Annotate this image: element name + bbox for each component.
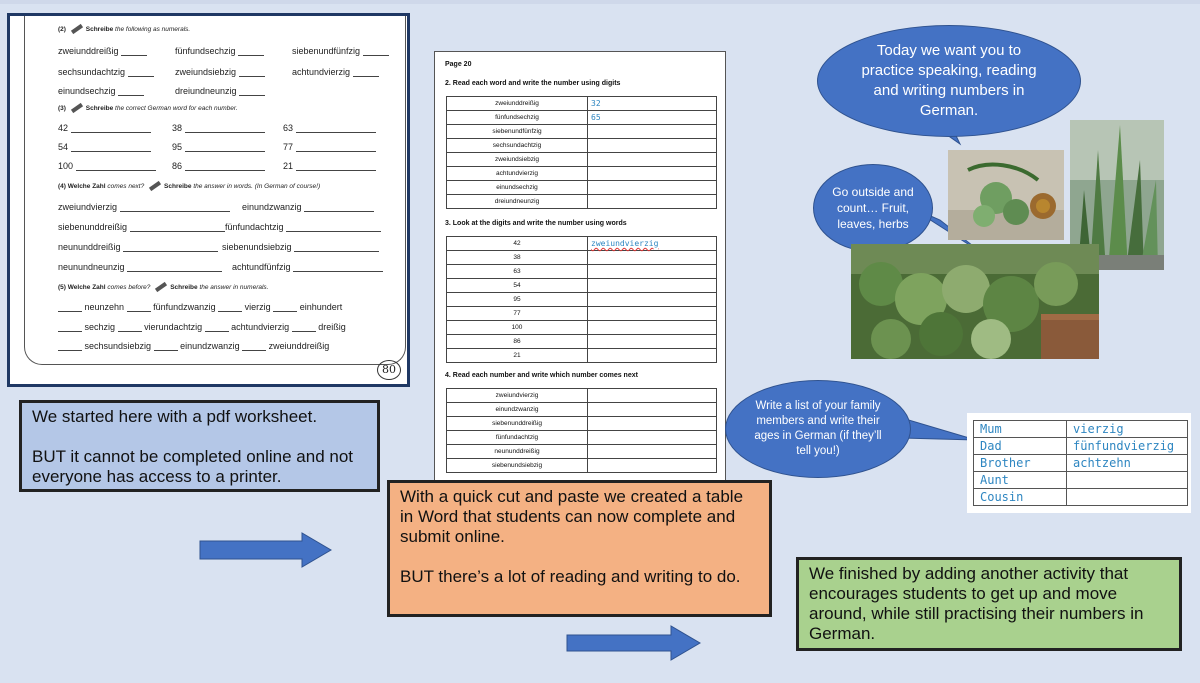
ex4-heading: (4) Welche Zahl comes next? Schreibe the…: [58, 181, 321, 192]
ex2-item: siebenundfünfzig: [292, 46, 389, 56]
ex2-item: fünfundsechzig: [175, 46, 265, 56]
ex4-item: neunundneunzig: [58, 262, 223, 272]
ex2-item: dreiundneunzig: [175, 86, 266, 96]
ex4-item: achtundfünfzig: [232, 262, 384, 272]
table-row: 100: [446, 320, 717, 335]
ex3-heading: (3) Schreibe the correct German word for…: [58, 103, 238, 114]
pencil-icon: [155, 282, 168, 293]
speech-bubble-family: Write a list of your family members and …: [725, 380, 911, 478]
ex3-item: 54: [58, 142, 151, 152]
ex3-item: 21: [283, 161, 376, 171]
ex2-item: einundsechzig: [58, 86, 145, 96]
table-row: 54: [446, 278, 717, 293]
ex2-item: zweiundsiebzig: [175, 67, 265, 77]
table-row: 38: [446, 250, 717, 265]
ex3-item: 42: [58, 123, 151, 133]
table-row: zweiundsiebzig: [446, 152, 717, 167]
table-row: sechsundachtzig: [446, 138, 717, 153]
ex3-item: 100: [58, 161, 156, 171]
ex3-item: 77: [283, 142, 376, 152]
table-row: zweiundvierzig: [446, 388, 717, 403]
page-number-circle: 80: [377, 360, 401, 380]
ex4-item: fünfundachtzig: [225, 222, 382, 232]
pdf-worksheet-image: (2) Schreibe the following as numerals. …: [7, 13, 410, 387]
table-row: Cousin: [973, 488, 1188, 506]
table-row: 77: [446, 306, 717, 321]
ex4-item: siebenunddreißig: [58, 222, 225, 232]
ex3-item: 86: [172, 161, 265, 171]
pencil-icon: [70, 103, 83, 114]
table-row: neununddreißig: [446, 444, 717, 459]
doc-section4-table: zweiundvierzig einundzwanzig siebenunddr…: [446, 388, 717, 473]
table-row: achtundvierzig: [446, 166, 717, 181]
ex5-row: sechsundsiebzig einundzwanzig zweiunddre…: [58, 341, 329, 351]
doc-section4-title: 4. Read each number and write which numb…: [445, 372, 638, 379]
box1-line2: BUT it cannot be completed online and no…: [32, 447, 354, 486]
ex2-heading: (2) Schreibe the following as numerals.: [58, 24, 191, 35]
right-arrow-icon: [566, 625, 701, 661]
worksheet-page-border: [24, 16, 406, 365]
snake-plant-photo: [1070, 120, 1164, 270]
word-table-explanation-box: With a quick cut and paste we created a …: [387, 480, 772, 617]
right-arrow-icon: [199, 532, 332, 568]
box2-line2: BUT there’s a lot of reading and writing…: [400, 567, 741, 586]
box2-line1: With a quick cut and paste we created a …: [400, 487, 744, 546]
table-row: siebenunddreißig: [446, 416, 717, 431]
pencil-icon: [148, 181, 162, 192]
worksheet-explanation-box: We started here with a pdf worksheet. BU…: [19, 400, 380, 492]
ex5-row: neunzehn fünfundzwanzig vierzig einhunde…: [58, 302, 342, 312]
table-row: 63: [446, 264, 717, 279]
box3-text: We finished by adding another activity t…: [809, 564, 1144, 643]
table-row: 95: [446, 292, 717, 307]
ex2-item: sechsundachtzig: [58, 67, 154, 77]
ex3-item: 38: [172, 123, 265, 133]
word-document-image: Page 20 2. Read each word and write the …: [434, 51, 726, 491]
table-row: Aunt: [973, 471, 1188, 489]
table-row: siebenundsiebzig: [446, 458, 717, 473]
ex4-item: siebenundsiebzig: [222, 242, 380, 252]
speech-bubble-intro: Today we want you to practice speaking, …: [817, 25, 1081, 137]
ex4-item: zweiundvierzig: [58, 202, 230, 212]
table-row: dreiundneunzig: [446, 194, 717, 209]
speech-bubble-outside: Go outside and count… Fruit, leaves, her…: [813, 164, 933, 252]
table-row: einundzwanzig: [446, 402, 717, 417]
ex5-heading: (5) Welche Zahl comes before? Schreibe t…: [58, 282, 269, 293]
herb-garden-photo: [851, 244, 1099, 359]
slide-top-border: [0, 0, 1200, 4]
tomatoes-photo: [948, 150, 1064, 240]
doc-page-label: Page 20: [445, 61, 472, 68]
doc-section3-title: 3. Look at the digits and write the numb…: [445, 220, 627, 227]
pencil-icon: [70, 24, 83, 35]
box1-line1: We started here with a pdf worksheet.: [32, 407, 318, 426]
ex4-item: einundzwanzig: [242, 202, 375, 212]
ex3-item: 95: [172, 142, 265, 152]
ex4-item: neununddreißig: [58, 242, 219, 252]
ex5-row: sechzig vierundachtzig achtundvierzig dr…: [58, 322, 346, 332]
table-row: 21: [446, 348, 717, 363]
ex3-item: 63: [283, 123, 376, 133]
ex2-item: zweiunddreißig: [58, 46, 148, 56]
activity-explanation-box: We finished by adding another activity t…: [796, 557, 1182, 651]
table-row: siebenundfünfzig: [446, 124, 717, 139]
table-row: einundsechzig: [446, 180, 717, 195]
doc-section2-title: 2. Read each word and write the number u…: [445, 80, 621, 87]
table-row: 86: [446, 334, 717, 349]
table-row: fünfundachtzig: [446, 430, 717, 445]
ex2-item: achtundvierzig: [292, 67, 379, 77]
